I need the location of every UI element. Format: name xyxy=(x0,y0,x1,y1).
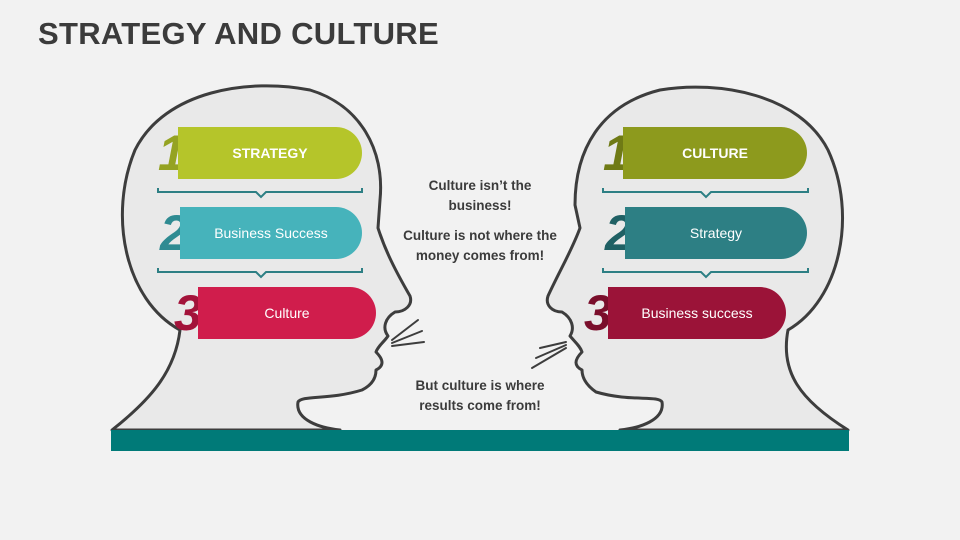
left-item-culture: Culture xyxy=(198,287,376,339)
left-number-3: 3 xyxy=(174,288,202,338)
left-item-2-label: Business Success xyxy=(214,225,328,241)
left-item-strategy: STRATEGY xyxy=(178,127,362,179)
left-speech-line-2: business! xyxy=(448,198,512,213)
right-item-culture: CULTURE xyxy=(623,127,807,179)
left-speech-lines xyxy=(391,319,425,347)
left-speech-line-3: Culture is not where the xyxy=(403,228,557,243)
left-brace-1 xyxy=(157,188,363,199)
left-brace-2 xyxy=(157,268,363,279)
left-item-1-label: STRATEGY xyxy=(232,145,308,161)
right-speech-lines xyxy=(531,341,567,369)
right-item-1-label: CULTURE xyxy=(682,145,748,161)
right-speech-line-2: results come from! xyxy=(419,398,541,413)
right-number-3: 3 xyxy=(584,288,612,338)
ground-bar xyxy=(111,430,849,451)
left-speech-line-1: Culture isn’t the xyxy=(428,178,532,193)
right-item-strategy: Strategy xyxy=(625,207,807,259)
left-item-3-label: Culture xyxy=(264,305,310,321)
right-brace-1 xyxy=(602,188,809,199)
right-number-3-text: 3 xyxy=(584,285,612,341)
right-item-3-label: Business success xyxy=(641,305,753,321)
left-number-3-text: 3 xyxy=(174,285,202,341)
right-brace-2 xyxy=(602,268,809,279)
left-speech-text: Culture isn’t the business! Culture is n… xyxy=(395,176,565,266)
right-speech-line-1: But culture is where xyxy=(415,378,545,393)
left-speech-line-4: money comes from! xyxy=(415,248,545,263)
right-item-2-label: Strategy xyxy=(689,225,743,241)
right-speech-text: But culture is where results come from! xyxy=(395,376,565,416)
right-item-business-success: Business success xyxy=(608,287,786,339)
page-title: STRATEGY AND CULTURE xyxy=(38,16,439,51)
left-item-business-success: Business Success xyxy=(180,207,362,259)
